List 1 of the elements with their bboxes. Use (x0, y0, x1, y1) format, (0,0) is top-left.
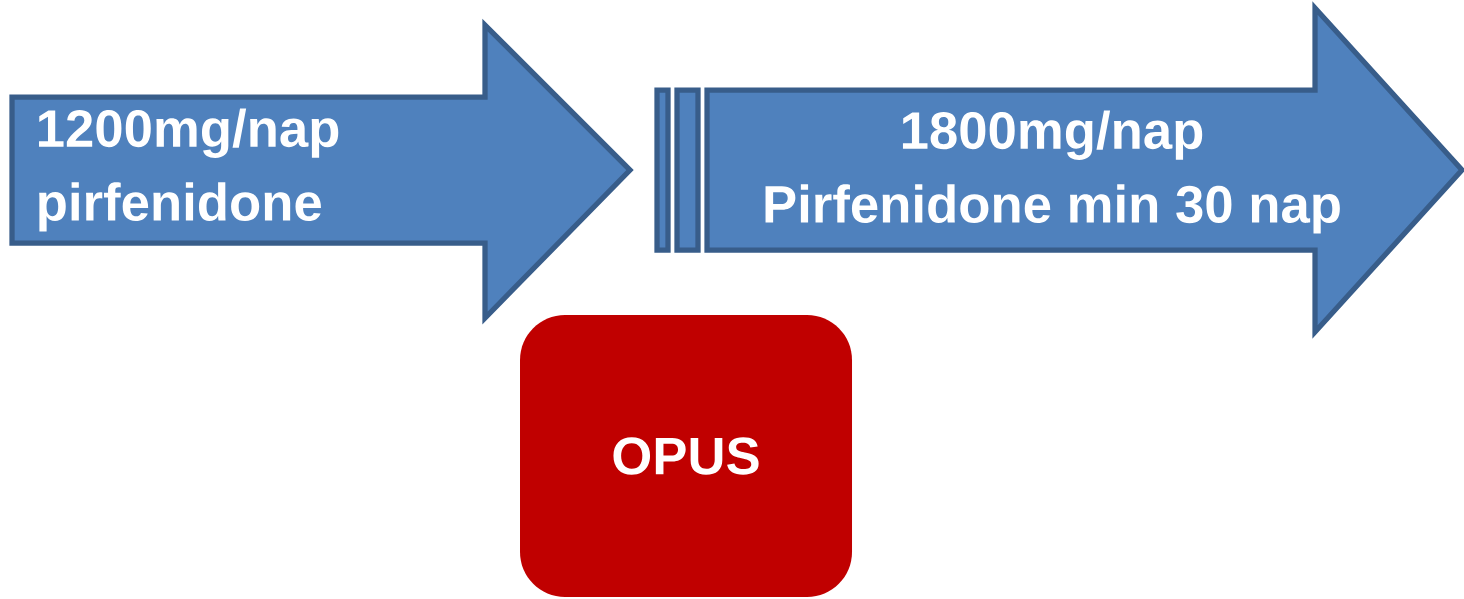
rounded-box: OPUS (520, 315, 852, 597)
